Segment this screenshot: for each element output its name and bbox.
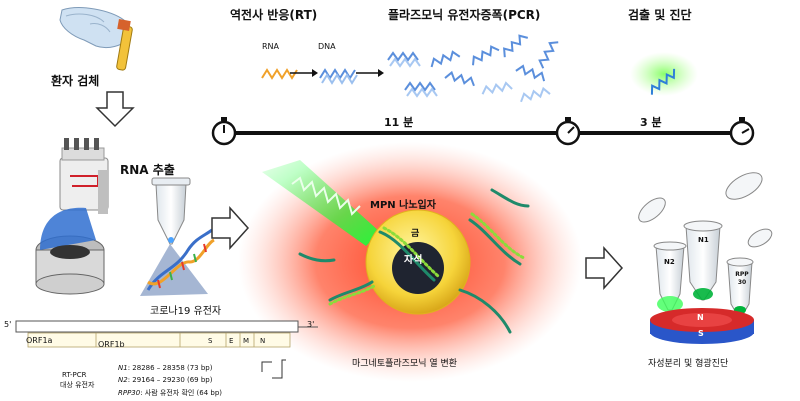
- detection-step-label: 검출 및 진단: [628, 8, 692, 22]
- rna-strand-icon: [261, 68, 298, 80]
- detected-dna-icon: [650, 68, 676, 95]
- tube-n2-icon: [638, 197, 687, 312]
- gene-m: M: [243, 337, 250, 345]
- pcr-step-label: 플라즈모닉 유전자증폭(PCR): [388, 8, 541, 22]
- five-prime-label: 5': [4, 320, 12, 329]
- target-gene-name: RPP30: [118, 389, 141, 397]
- sample-label: 환자 검체: [51, 74, 100, 88]
- three-prime-label: 3': [307, 320, 315, 329]
- dna-helix-icon: [140, 228, 215, 296]
- detection-caption: 자성분리 및 형광진단: [648, 359, 729, 369]
- magnet-north-label: N: [697, 313, 704, 322]
- target-n1: N1: 28286 – 28358 (73 bp): [118, 364, 212, 372]
- down-arrow-icon: [95, 91, 135, 128]
- magnet-icon: [650, 308, 754, 344]
- fluorescence-glow: [630, 52, 698, 96]
- genome-map: [15, 320, 318, 348]
- laser-beam: [262, 160, 380, 246]
- stopwatch-icon: [729, 117, 755, 146]
- extraction-instrument-icon: [35, 138, 109, 295]
- gloved-hand-icon: [59, 7, 133, 71]
- tube-n1-label: N1: [698, 236, 709, 244]
- target-gene-name: N2: [118, 376, 128, 384]
- magnetic-core: [392, 242, 444, 294]
- rna-extraction-label: RNA 추출: [120, 163, 175, 177]
- tube-rpp30-icon: [726, 228, 773, 317]
- gene-n: N: [260, 337, 266, 345]
- dna-strand-icon: [321, 73, 358, 85]
- stopwatch-icon: [555, 117, 581, 146]
- magnet-south-label: S: [698, 329, 704, 338]
- gene-orf1b: ORF1b: [98, 340, 125, 349]
- rna-tube-icon: [151, 177, 191, 245]
- target-gene-name: N1: [118, 364, 128, 372]
- gene-s: S: [208, 337, 213, 345]
- duration-detection: 3 분: [640, 116, 662, 129]
- magnetic-core-label: 자석: [404, 255, 423, 266]
- target-detail: : 29164 – 29230 (69 bp): [127, 376, 213, 384]
- particle-caption: 마그네토플라즈모닉 열 변환: [352, 359, 458, 369]
- stopwatch-icon: [211, 117, 237, 146]
- target-rpp30: RPP30: 사람 유전자 확인 (64 bp): [118, 388, 222, 398]
- primer-arrow-icon: [261, 359, 286, 379]
- particle-title: MPN 나노입자: [370, 200, 436, 211]
- amplified-dna-icon: [387, 34, 559, 103]
- tube-n2-label: N2: [664, 258, 675, 266]
- genome-label: 코로나19 유전자: [150, 306, 222, 317]
- duration-rt-pcr: 11 분: [384, 116, 414, 129]
- rna-strand-label: RNA: [262, 42, 280, 51]
- rt-step-label: 역전사 반응(RT): [230, 8, 318, 22]
- targets-heading-line2: 대상 유전자: [60, 381, 95, 389]
- gold-shell-label: 금: [411, 229, 420, 239]
- right-arrow-icon: [211, 206, 250, 250]
- target-n2: N2: 29164 – 29230 (69 bp): [118, 376, 212, 384]
- dna-strand-label: DNA: [318, 42, 336, 51]
- target-detail: : 사람 유전자 확인 (64 bp): [140, 389, 223, 397]
- gene-orf1a: ORF1a: [26, 336, 53, 345]
- gene-e: E: [229, 337, 234, 345]
- tube-rpp30-label: RPP 30: [735, 271, 749, 286]
- right-arrow-icon: [585, 246, 624, 290]
- targets-heading-line1: RT-PCR: [62, 371, 87, 379]
- laser-wave-icon: [291, 176, 361, 216]
- tube-n1-icon: [683, 172, 763, 301]
- dna-strand-icon: [298, 188, 530, 334]
- target-detail: : 28286 – 28358 (73 bp): [127, 364, 213, 372]
